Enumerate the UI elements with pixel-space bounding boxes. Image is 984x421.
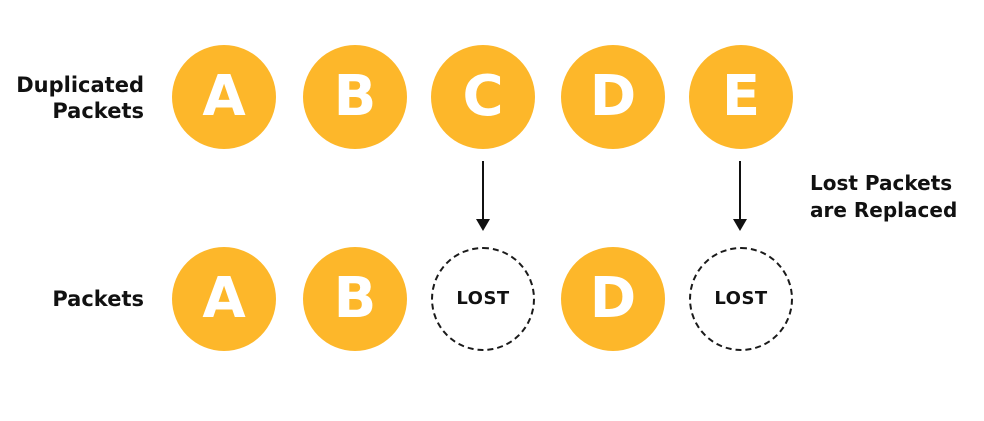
duplicated-packet-e: E (689, 45, 793, 149)
duplicated-packets-label-line2: Packets (52, 99, 144, 123)
replace-arrow-c (476, 161, 490, 231)
packet-b: B (303, 247, 407, 351)
note-line2: are Replaced (810, 198, 958, 222)
lost-packet-e: LOST (689, 247, 793, 351)
duplicated-packets-label: Duplicated Packets (10, 72, 144, 124)
note-line1: Lost Packets (810, 171, 953, 195)
duplicated-packet-d: D (561, 45, 665, 149)
replace-arrow-e (733, 161, 747, 231)
duplicated-packet-a: A (172, 45, 276, 149)
duplicated-packet-b: B (303, 45, 407, 149)
packet-d: D (561, 247, 665, 351)
packets-label: Packets (10, 286, 144, 312)
duplicated-packets-label-line1: Duplicated (16, 73, 144, 97)
lost-packets-replaced-note: Lost Packets are Replaced (810, 170, 957, 224)
packets-label-text: Packets (52, 287, 144, 311)
duplicated-packet-c: C (431, 45, 535, 149)
packet-a: A (172, 247, 276, 351)
lost-packet-c: LOST (431, 247, 535, 351)
